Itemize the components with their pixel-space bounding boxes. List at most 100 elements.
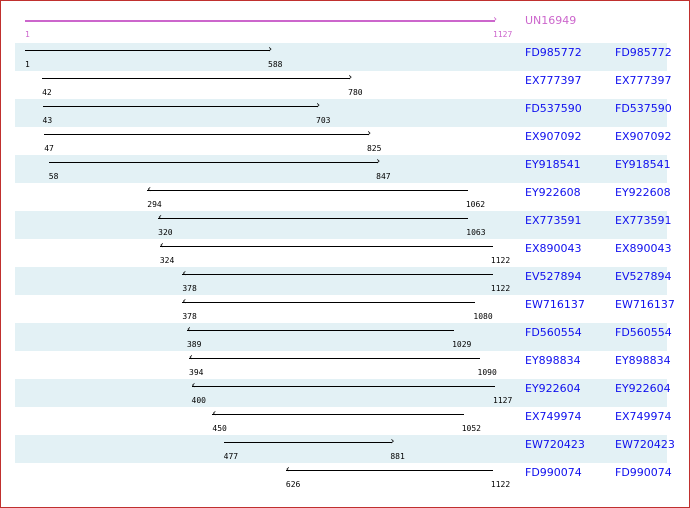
- accession-link-secondary[interactable]: EY922604: [615, 382, 671, 395]
- end-label: 881: [390, 452, 405, 461]
- end-label: 1090: [477, 368, 497, 377]
- accession-link[interactable]: EX749974: [525, 410, 582, 423]
- end-label: 1127: [493, 396, 513, 405]
- reference-name-link[interactable]: UN16949: [525, 14, 577, 27]
- alignment-line: [182, 302, 476, 303]
- accession-link-secondary[interactable]: EV527894: [615, 270, 672, 283]
- arrow-right-icon: ›: [365, 128, 372, 139]
- reference-line: [25, 20, 495, 22]
- accession-link[interactable]: FD990074: [525, 466, 582, 479]
- arrow-right-icon: ›: [389, 436, 396, 447]
- accession-link-secondary[interactable]: EX749974: [615, 410, 672, 423]
- accession-link-secondary[interactable]: FD985772: [615, 46, 672, 59]
- alignment-row: [15, 435, 667, 463]
- accession-link-secondary[interactable]: EX890043: [615, 242, 672, 255]
- alignment-line: [191, 386, 495, 387]
- accession-link[interactable]: EY922604: [525, 382, 581, 395]
- end-label: 1080: [473, 312, 493, 321]
- accession-link[interactable]: EY898834: [525, 354, 581, 367]
- alignment-line: [159, 246, 493, 247]
- end-label: 1062: [465, 200, 486, 209]
- accession-link[interactable]: FD537590: [525, 102, 582, 115]
- arrow-right-icon: ›: [347, 72, 354, 83]
- alignment-row: [15, 267, 667, 295]
- arrow-left-icon: ‹: [190, 380, 197, 391]
- arrow-right-icon: ›: [375, 156, 382, 167]
- accession-link-secondary[interactable]: EW716137: [615, 298, 675, 311]
- accession-link-secondary[interactable]: EY898834: [615, 354, 671, 367]
- accession-link[interactable]: FD985772: [525, 46, 582, 59]
- end-label: 1122: [490, 284, 511, 293]
- accession-link[interactable]: EX907092: [525, 130, 582, 143]
- accession-link-secondary[interactable]: EY918541: [615, 158, 671, 171]
- accession-link-secondary[interactable]: FD560554: [615, 326, 672, 339]
- alignment-line: [182, 274, 493, 275]
- accession-link-secondary[interactable]: EX907092: [615, 130, 672, 143]
- start-label: 47: [44, 144, 54, 153]
- accession-link-secondary[interactable]: EX773591: [615, 214, 672, 227]
- end-label: 703: [316, 116, 331, 125]
- start-label: 1: [25, 60, 30, 69]
- accession-link-secondary[interactable]: FD537590: [615, 102, 672, 115]
- start-label: 394: [189, 368, 204, 377]
- arrow-left-icon: ‹: [181, 296, 188, 307]
- end-label: 1122: [490, 256, 511, 265]
- accession-link[interactable]: EX890043: [525, 242, 582, 255]
- end-label: 780: [348, 88, 363, 97]
- accession-link[interactable]: EY922608: [525, 186, 581, 199]
- accession-link[interactable]: EV527894: [525, 270, 582, 283]
- alignment-line: [285, 470, 493, 471]
- alignment-row: [15, 379, 667, 407]
- alignment-line: [186, 330, 455, 331]
- arrow-right-icon: ›: [267, 44, 274, 55]
- accession-link[interactable]: EW716137: [525, 298, 585, 311]
- accession-link-secondary[interactable]: EX777397: [615, 74, 672, 87]
- accession-link-secondary[interactable]: EW720423: [615, 438, 675, 451]
- end-label: 1052: [461, 424, 481, 433]
- alignment-row: [15, 211, 667, 239]
- start-label: 378: [182, 312, 197, 321]
- end-label: 847: [376, 172, 391, 181]
- end-label: 1127: [493, 30, 513, 39]
- start-label: 400: [191, 396, 206, 405]
- arrow-left-icon: ‹: [146, 184, 153, 195]
- alignment-row: [15, 155, 667, 183]
- alignment-line: [48, 162, 379, 163]
- accession-link-secondary[interactable]: EY922608: [615, 186, 671, 199]
- start-label: 42: [42, 88, 52, 97]
- start-label: 58: [48, 172, 59, 181]
- arrow-left-icon: ‹: [185, 324, 192, 335]
- end-label: 825: [366, 144, 382, 153]
- arrow-right-icon: ›: [492, 14, 499, 25]
- accession-link-secondary[interactable]: FD990074: [615, 466, 672, 479]
- alignment-line: [42, 78, 351, 79]
- alignment-line: [147, 190, 468, 191]
- accession-link[interactable]: EY918541: [525, 158, 581, 171]
- start-label: 389: [186, 340, 202, 349]
- arrow-left-icon: ‹: [284, 464, 291, 475]
- start-label: 378: [182, 284, 197, 293]
- arrow-left-icon: ‹: [188, 352, 195, 363]
- arrow-left-icon: ‹: [157, 212, 164, 223]
- arrow-left-icon: ‹: [181, 268, 188, 279]
- start-label: 450: [212, 424, 227, 433]
- alignment-row: [15, 323, 667, 351]
- arrow-left-icon: ‹: [211, 408, 218, 419]
- alignment-line: [158, 218, 469, 219]
- arrow-left-icon: ‹: [158, 240, 165, 251]
- start-label: 324: [159, 256, 175, 265]
- alignment-line: [42, 106, 318, 107]
- start-label: 626: [285, 480, 301, 489]
- alignment-line: [223, 442, 393, 443]
- alignment-line: [25, 50, 271, 51]
- alignment-row: [15, 99, 667, 127]
- start-label: 294: [147, 200, 162, 209]
- accession-link[interactable]: EW720423: [525, 438, 585, 451]
- accession-link[interactable]: FD560554: [525, 326, 582, 339]
- accession-link[interactable]: EX773591: [525, 214, 582, 227]
- alignment-row: [15, 43, 667, 71]
- accession-link[interactable]: EX777397: [525, 74, 582, 87]
- end-label: 588: [268, 60, 283, 69]
- alignment-line: [189, 358, 480, 359]
